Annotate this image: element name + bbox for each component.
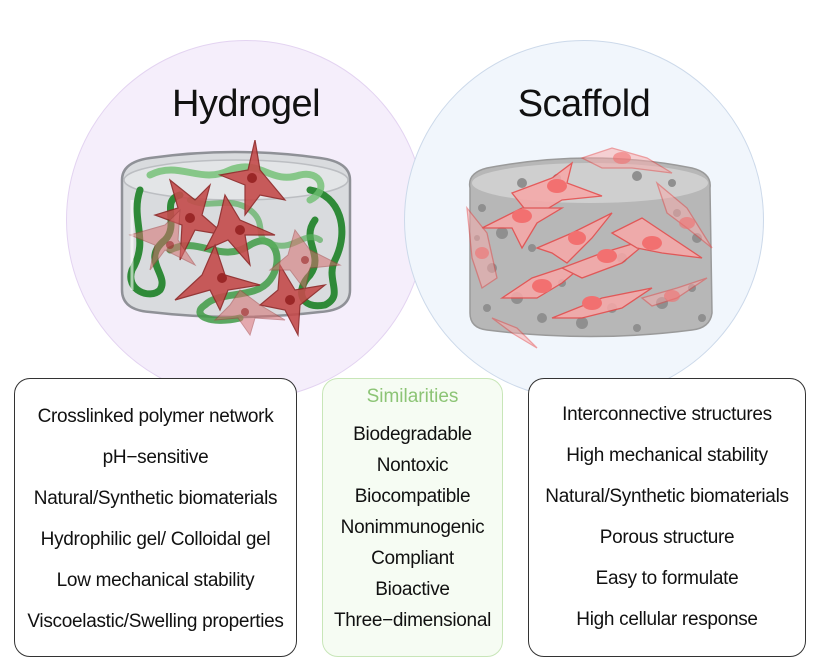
- scaffold-property: High cellular response: [576, 609, 758, 630]
- scaffold-properties-list: Interconnective structures High mechanic…: [529, 394, 805, 640]
- similarity-item: Compliant: [371, 548, 454, 569]
- similarity-item: Biodegradable: [353, 424, 472, 445]
- similarity-item: Biocompatible: [354, 486, 471, 507]
- scaffold-properties-box: Interconnective structures High mechanic…: [528, 378, 806, 657]
- scaffold-property: Natural/Synthetic biomaterials: [545, 486, 789, 507]
- hydrogel-property: Crosslinked polymer network: [37, 406, 274, 427]
- similarity-item: Bioactive: [375, 579, 450, 600]
- hydrogel-title: Hydrogel: [171, 83, 321, 125]
- hydrogel-properties-list: Crosslinked polymer network pH−sensitive…: [15, 396, 296, 642]
- similarities-box: Similarities Biodegradable Nontoxic Bioc…: [322, 378, 503, 657]
- scaffold-property: Interconnective structures: [562, 404, 772, 425]
- scaffold-property: Easy to formulate: [595, 568, 739, 589]
- scaffold-title: Scaffold: [517, 83, 651, 125]
- similarity-item: Three−dimensional: [333, 610, 492, 631]
- porous-scaffold-with-cells-icon: [466, 147, 713, 349]
- similarities-title: Similarities: [366, 386, 459, 407]
- scaffold-property: High mechanical stability: [566, 445, 768, 466]
- hydrogel-property: pH−sensitive: [102, 447, 209, 468]
- similarities-list: Biodegradable Nontoxic Biocompatible Non…: [323, 419, 502, 636]
- similarity-item: Nonimmunogenic: [340, 517, 485, 538]
- hydrogel-cylinder-with-cells-icon: [120, 140, 352, 338]
- hydrogel-property: Natural/Synthetic biomaterials: [33, 488, 278, 509]
- hydrogel-property: Viscoelastic/Swelling properties: [27, 611, 284, 632]
- hydrogel-properties-box: Crosslinked polymer network pH−sensitive…: [14, 378, 297, 657]
- hydrogel-property: Low mechanical stability: [56, 570, 255, 591]
- hydrogel-property: Hydrophilic gel/ Colloidal gel: [40, 529, 271, 550]
- similarity-item: Nontoxic: [376, 455, 449, 476]
- scaffold-property: Porous structure: [599, 527, 735, 548]
